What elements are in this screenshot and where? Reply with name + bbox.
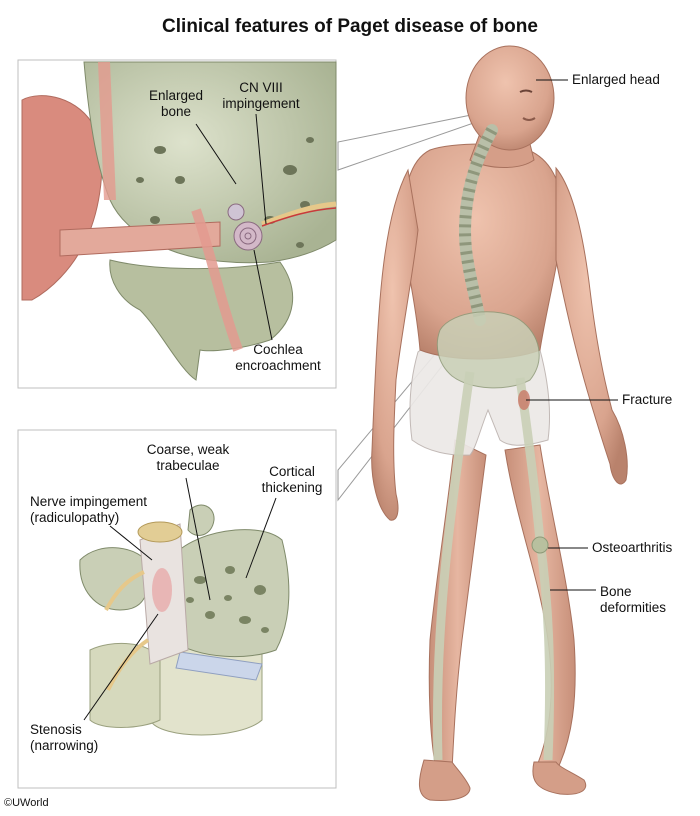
label-line: Cortical: [269, 464, 315, 479]
label-enlarged-head: Enlarged head: [572, 72, 660, 87]
right-leg: [504, 444, 576, 773]
label-cochlea: Cochlea encroachment: [228, 342, 328, 374]
ear-leader-lines: [195, 113, 273, 341]
label-stenosis: Stenosis (narrowing): [30, 722, 98, 754]
label-cortical-thickening: Cortical thickening: [252, 464, 332, 496]
label-nerve-impingement: Nerve impingement (radiculopathy): [30, 494, 147, 526]
ear-canal: [59, 221, 221, 257]
spine-panel: [17, 429, 337, 789]
label-line: Stenosis: [30, 722, 82, 737]
left-foot: [419, 759, 471, 801]
label-line: Bone: [600, 584, 632, 599]
label-fracture: Fracture: [622, 392, 673, 407]
cochlea: [233, 221, 263, 251]
label-line: Coarse, weak: [146, 442, 230, 457]
label-coarse-trabeculae: Coarse, weak trabeculae: [140, 442, 236, 474]
label-cn-viii: CN VIII impingement: [216, 80, 306, 112]
knee-joint: [531, 536, 549, 554]
label-enlarged-bone: Enlarged bone: [146, 88, 206, 120]
label-line: encroachment: [235, 358, 321, 373]
label-line: (radiculopathy): [30, 510, 120, 525]
label-bone-deformities: Bone deformities: [600, 584, 666, 616]
disc: [175, 651, 263, 681]
mastoid: [109, 259, 294, 381]
label-line: Nerve impingement: [30, 494, 148, 509]
copyright-notice: ©UWorld: [4, 797, 49, 809]
label-line: trabeculae: [156, 458, 220, 473]
label-line: deformities: [600, 600, 667, 615]
ear-panel: [17, 59, 337, 389]
left-leg-bone: [432, 371, 475, 761]
label-line: impingement: [222, 96, 300, 111]
left-arm: [371, 168, 419, 521]
trabecular-pores: [186, 566, 269, 633]
human-figure: [337, 45, 628, 801]
label-line: (narrowing): [30, 738, 99, 753]
label-line: Cochlea: [253, 342, 303, 357]
pelvis: [436, 311, 540, 389]
right-arm: [555, 166, 628, 485]
cn-viii-nerve: [261, 201, 337, 227]
temporal-bone: [83, 61, 337, 264]
right-foot: [532, 761, 587, 795]
label-line: bone: [160, 104, 192, 119]
outer-ear: [21, 95, 103, 301]
label-line: thickening: [261, 480, 323, 495]
spine-leader-lines: [83, 477, 277, 721]
label-line: CN VIII: [239, 80, 283, 95]
fracture-site: [518, 390, 530, 410]
figure-title: Clinical features of Paget disease of bo…: [162, 16, 538, 37]
label-line: Enlarged: [148, 88, 204, 103]
enlarged-head-shape: [465, 45, 555, 151]
label-osteoarthritis: Osteoarthritis: [592, 540, 673, 555]
body-leader-lines: [526, 79, 618, 591]
